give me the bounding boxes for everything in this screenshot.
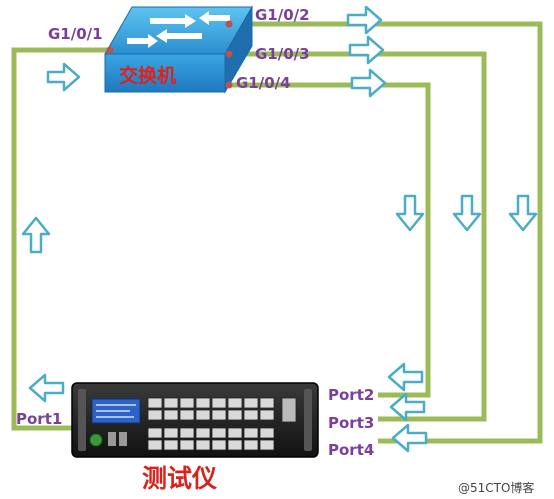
arrow-right-icon	[46, 62, 81, 92]
link-g2-port4	[228, 21, 543, 444]
switch-icon	[104, 5, 253, 94]
arrow-left-icon	[387, 362, 424, 392]
direction-arrows	[21, 5, 538, 453]
tester-port1-label: Port1	[16, 410, 63, 428]
tester-device-icon	[71, 382, 319, 458]
link-g1-port1	[11, 47, 110, 431]
link-g3-port3	[228, 51, 487, 422]
tester-title: 测试仪	[142, 464, 218, 493]
switch-port-g2-label: G1/0/2	[255, 6, 310, 24]
arrow-right-icon	[346, 5, 383, 35]
switch-title: 交换机	[119, 65, 177, 87]
arrow-left-icon	[28, 373, 65, 403]
arrow-left-icon	[389, 392, 426, 422]
arrow-left-icon	[391, 423, 428, 453]
tester-port3-label: Port3	[328, 414, 375, 432]
switch-port-dots	[106, 20, 233, 89]
arrow-right-icon	[348, 35, 385, 65]
arrow-down-icon	[395, 194, 425, 232]
switch-port-g1-label: G1/0/1	[48, 25, 103, 43]
switch-port-g4-label: G1/0/4	[236, 74, 291, 92]
tester-port2-label: Port2	[328, 386, 375, 404]
arrow-up-icon	[21, 216, 51, 254]
link-g4-port2	[228, 82, 431, 398]
arrow-down-icon	[508, 194, 538, 232]
watermark: @51CTO博客	[458, 481, 535, 495]
arrow-down-icon	[452, 194, 482, 232]
arrow-right-icon	[350, 68, 387, 98]
switch-port-g3-label: G1/0/3	[255, 45, 310, 63]
tester-port4-label: Port4	[328, 441, 375, 459]
